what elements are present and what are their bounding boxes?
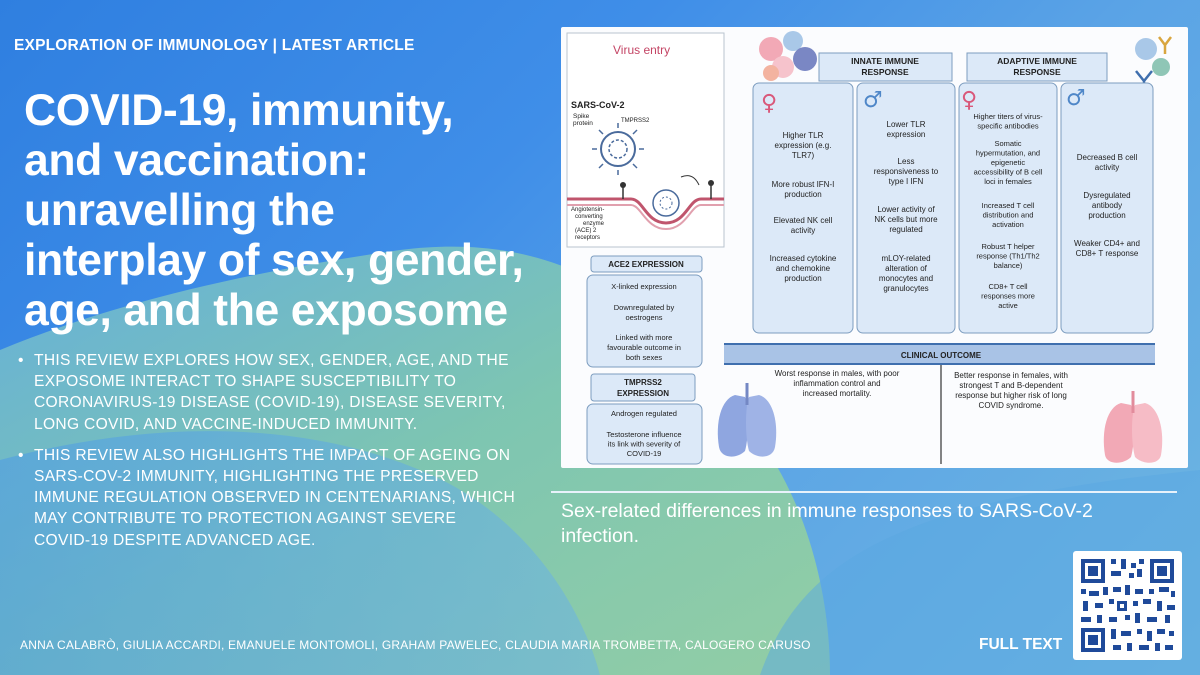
figure-caption: Sex-related differences in immune respon… bbox=[561, 500, 1093, 547]
sars-label: SARS-CoV-2 bbox=[571, 100, 625, 110]
male-symbol-icon: ♂ bbox=[1066, 86, 1086, 111]
bullet-dot: • bbox=[18, 446, 24, 464]
innate-male-box bbox=[856, 82, 956, 334]
ace2-item: X-linked expression bbox=[611, 282, 676, 291]
ace2-expression-header: ACE2 EXPRESSION bbox=[608, 260, 684, 269]
qr-code-icon bbox=[1077, 555, 1178, 656]
bullet-text: THIS REVIEW EXPLORES HOW SEX, GENDER, AG… bbox=[34, 352, 509, 433]
adaptive-female-list: Higher titers of virus-specific antibodi… bbox=[973, 112, 1043, 310]
virus-particle-icon bbox=[592, 123, 644, 175]
female-symbol-icon: ♀ bbox=[961, 88, 977, 113]
membrane-icon bbox=[567, 175, 724, 231]
ace2-expression-header-box bbox=[590, 255, 703, 273]
bullet-item: • THIS REVIEW EXPLORES HOW SEX, GENDER, A… bbox=[16, 350, 516, 435]
tmprss2-expression-header-box bbox=[590, 373, 696, 402]
lungs-icon bbox=[717, 383, 777, 457]
summary-bullets: • THIS REVIEW EXPLORES HOW SEX, GENDER, A… bbox=[16, 350, 516, 561]
adaptive-female-box bbox=[958, 82, 1058, 334]
title-line: interplay of sex, gender, bbox=[24, 236, 524, 285]
tmprss2-label: TMPRSS2 bbox=[621, 118, 650, 124]
immune-cells-icon bbox=[759, 31, 817, 81]
clinical-outcome-banner-inner bbox=[724, 345, 1155, 363]
title-line: and vaccination: bbox=[24, 136, 369, 185]
article-title: COVID-19, immunity, and vaccination: unr… bbox=[24, 86, 564, 336]
male-symbol-icon: ♂ bbox=[863, 88, 883, 113]
title-line: unravelling the bbox=[24, 186, 335, 235]
ace2-expression-box bbox=[586, 274, 703, 368]
title-line: COVID-19, immunity, bbox=[24, 86, 454, 135]
caption-divider bbox=[551, 491, 1177, 493]
female-symbol-icon: ♀ bbox=[761, 91, 777, 116]
journal-header: EXPLORATION OF IMMUNOLOGY | LATEST ARTIC… bbox=[14, 37, 415, 54]
title-line: age, and the exposome bbox=[24, 286, 508, 335]
tmprss2-item: Androgen regulated bbox=[611, 409, 677, 418]
tmprss2-expression-list: Androgen regulated Testosterone influenc… bbox=[606, 409, 681, 458]
bullet-item: • THIS REVIEW ALSO HIGHLIGHTS THE IMPACT … bbox=[16, 445, 516, 551]
antibody-icon bbox=[1135, 36, 1172, 93]
tmprss2-expression-box bbox=[586, 403, 703, 465]
adaptive-male-box bbox=[1060, 82, 1154, 334]
author-list: ANNA CALABRÒ, GIULIA ACCARDI, EMANUELE M… bbox=[20, 638, 811, 652]
full-text-link[interactable]: FULL TEXT bbox=[979, 636, 1063, 653]
innate-female-box bbox=[752, 82, 854, 334]
qr-code[interactable] bbox=[1073, 551, 1182, 660]
innate-header-box bbox=[818, 52, 953, 82]
clinical-outcome-header: CLINICAL OUTCOME bbox=[901, 351, 982, 360]
virus-entry-label: Virus entry bbox=[613, 43, 670, 57]
adaptive-female-item: Higher titers of virus-specific antibodi… bbox=[973, 112, 1043, 131]
adaptive-header-box bbox=[966, 52, 1108, 82]
lungs-icon bbox=[1103, 391, 1163, 463]
bullet-dot: • bbox=[18, 352, 24, 369]
bullet-text: THIS REVIEW ALSO HIGHLIGHTS THE IMPACT O… bbox=[34, 446, 516, 549]
